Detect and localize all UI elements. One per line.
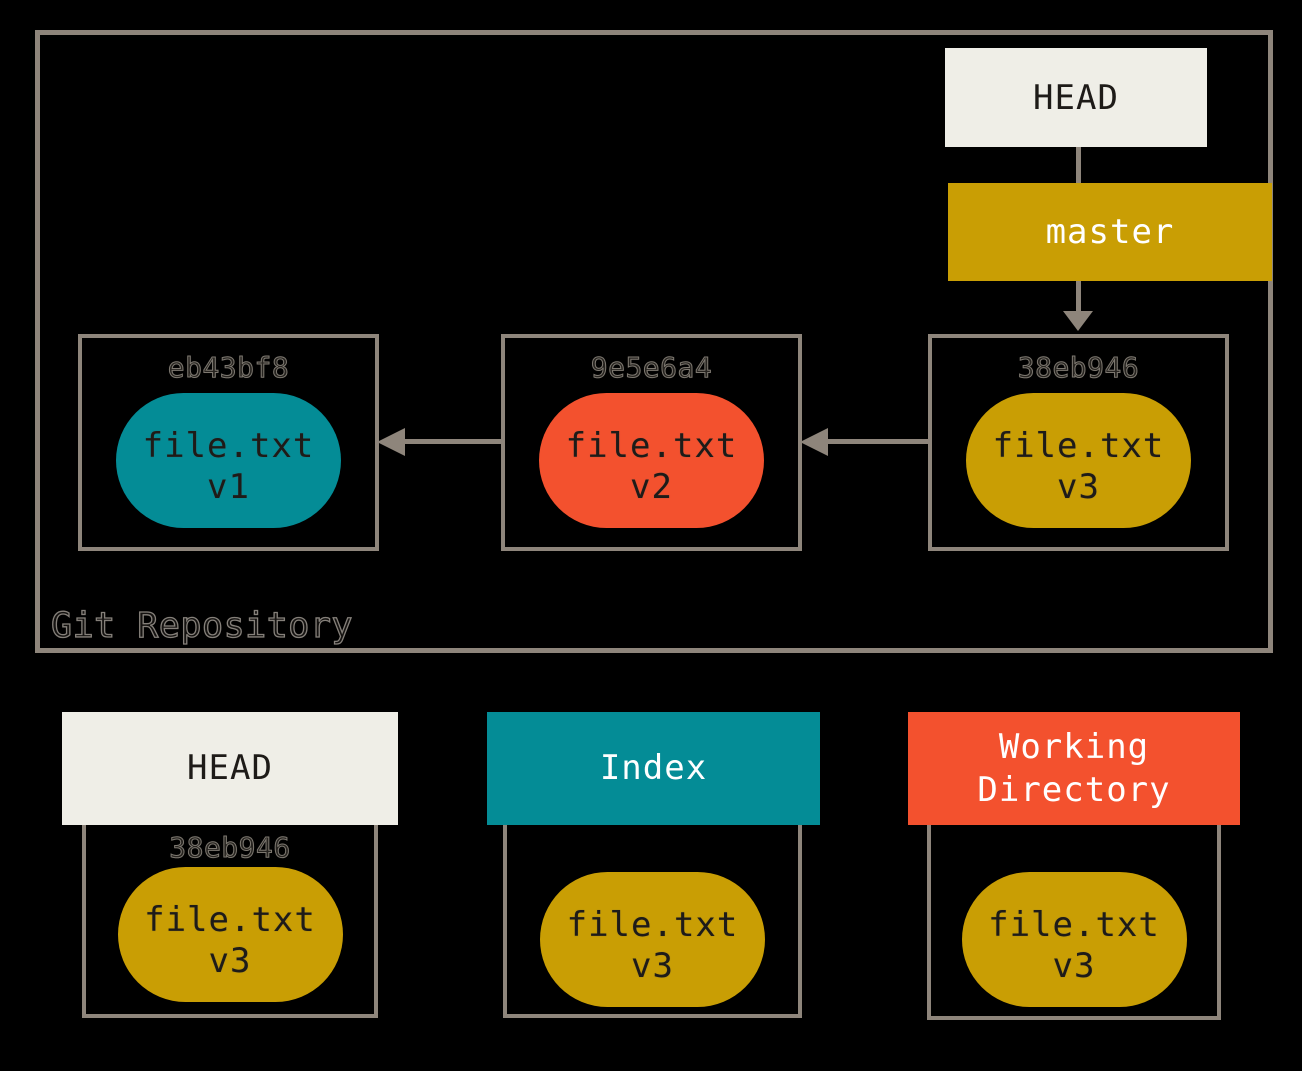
file-blob-pill: file.txt v1 <box>116 393 341 528</box>
arrowhead-left-icon <box>377 428 405 456</box>
commit-parent-connector-1 <box>404 439 502 444</box>
file-blob-name: file.txt <box>565 426 738 466</box>
file-blob-name: file.txt <box>144 900 316 940</box>
index-area-header: Index <box>487 712 820 825</box>
file-blob-pill: file.txt v3 <box>966 393 1191 528</box>
head-ref-box: HEAD <box>945 48 1207 147</box>
index-area-body: file.txt v3 <box>503 825 802 1018</box>
file-blob-name: file.txt <box>988 905 1160 945</box>
commit-box-9e5e6a4: 9e5e6a4 file.txt v2 <box>501 334 802 551</box>
head-area-header: HEAD <box>62 712 398 825</box>
commit-id-label: 38eb946 <box>1017 351 1140 385</box>
head-area-body: 38eb946 file.txt v3 <box>82 825 378 1018</box>
file-blob-name: file.txt <box>992 426 1165 466</box>
head-to-master-connector <box>1076 147 1081 184</box>
commit-id-label: 38eb946 <box>169 831 291 865</box>
file-blob-version: v2 <box>630 467 673 507</box>
commit-id-label: 9e5e6a4 <box>590 351 713 385</box>
file-blob-name: file.txt <box>566 905 739 945</box>
file-blob-pill: file.txt v2 <box>539 393 764 528</box>
master-branch-box: master <box>948 183 1272 281</box>
git-repository-box <box>35 30 1273 653</box>
arrowhead-left-icon <box>800 428 828 456</box>
master-to-commit-connector <box>1076 281 1081 311</box>
file-blob-pill: file.txt v3 <box>117 867 343 1002</box>
working-directory-header: Working Directory <box>908 712 1240 825</box>
commit-parent-connector-2 <box>827 439 929 444</box>
commit-box-38eb946: 38eb946 file.txt v3 <box>928 334 1229 551</box>
file-blob-name: file.txt <box>142 426 315 466</box>
git-repository-label: Git Repository <box>50 605 354 646</box>
arrowhead-down-icon <box>1063 311 1093 331</box>
file-blob-pill: file.txt v3 <box>961 872 1187 1007</box>
file-blob-version: v3 <box>1052 946 1096 986</box>
file-blob-pill: file.txt v3 <box>540 872 765 1007</box>
file-blob-version: v3 <box>631 946 674 986</box>
file-blob-version: v1 <box>207 467 250 507</box>
file-blob-version: v3 <box>1057 467 1100 507</box>
file-blob-version: v3 <box>208 941 252 981</box>
commit-id-label: eb43bf8 <box>167 351 290 385</box>
working-directory-body: file.txt v3 <box>927 825 1221 1020</box>
commit-box-eb43bf8: eb43bf8 file.txt v1 <box>78 334 379 551</box>
